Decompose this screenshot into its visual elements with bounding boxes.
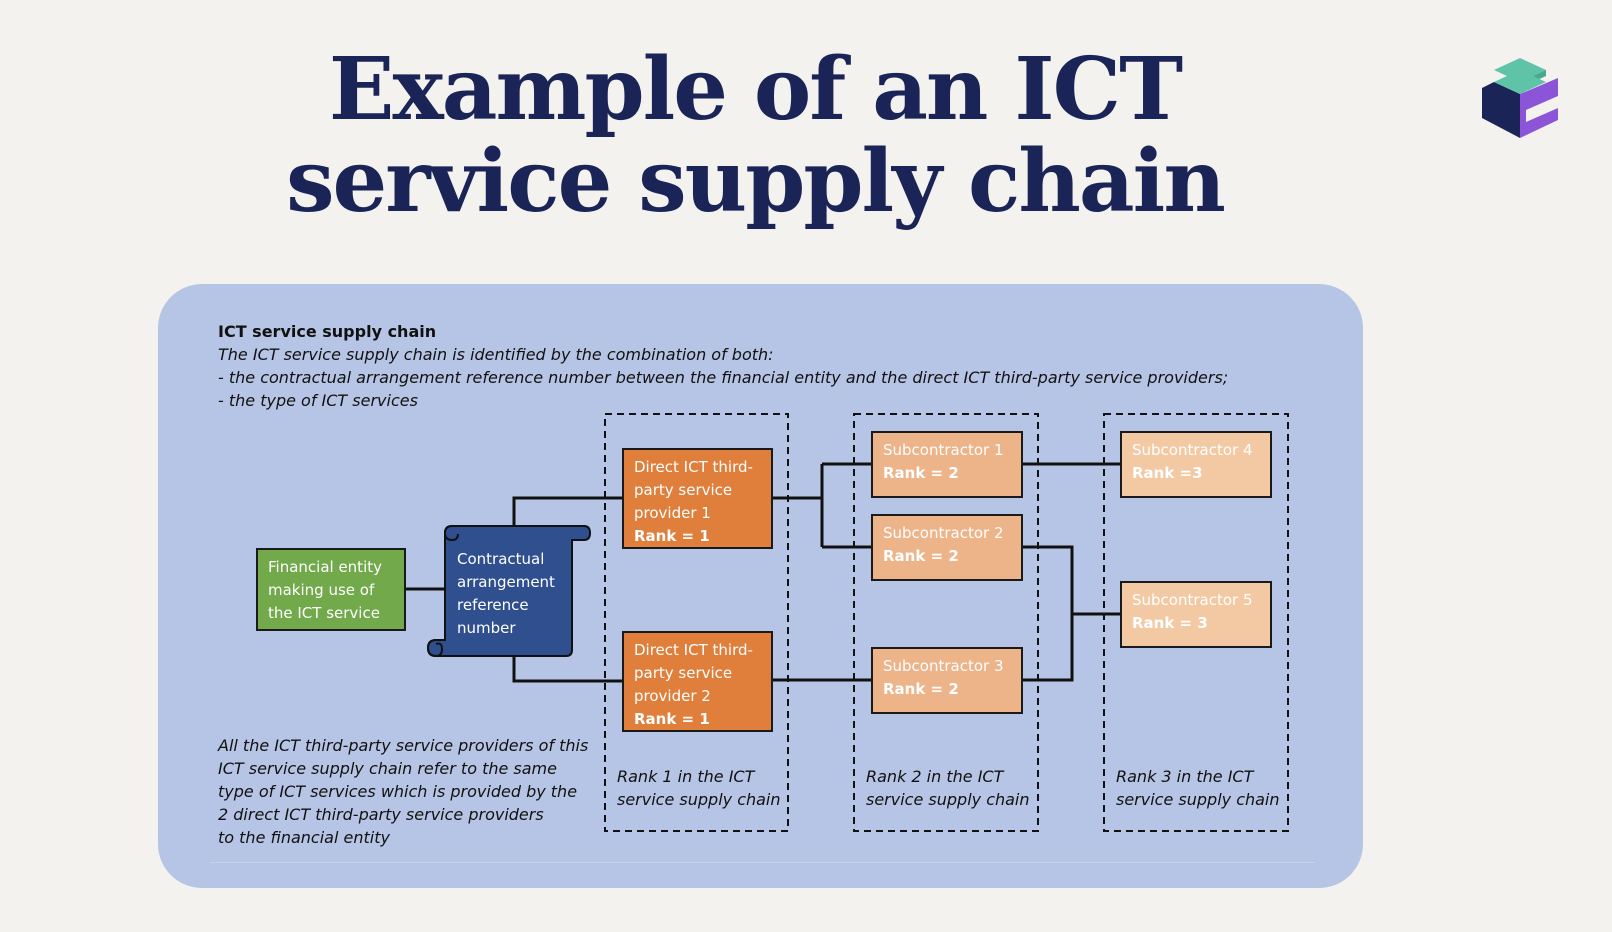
- connector-lines: [406, 462, 1121, 683]
- title-line-2: service supply chain: [286, 131, 1226, 232]
- node-rank: Rank = 1: [634, 527, 710, 545]
- caption-line: Rank 3 in the ICT: [1116, 767, 1254, 786]
- caption-line: Rank 1 in the ICT: [617, 767, 755, 786]
- node-rank: Rank = 1: [634, 710, 710, 728]
- note-line-1: All the ICT third-party service provider…: [218, 736, 589, 755]
- node-line: party service: [634, 481, 733, 499]
- caption-line: Rank 2 in the ICT: [866, 767, 1004, 786]
- node-line: making use of: [268, 581, 375, 599]
- node-name: Subcontractor 3: [883, 657, 1004, 675]
- subcontractor-5-node: Subcontractor 5 Rank = 3: [1120, 581, 1272, 648]
- node-rank: Rank = 3: [1132, 614, 1208, 632]
- node-name: Subcontractor 5: [1132, 591, 1253, 609]
- subcontractor-2-node: Subcontractor 2 Rank = 2: [871, 514, 1023, 581]
- node-name: Subcontractor 4: [1132, 441, 1253, 459]
- intro-text: ICT service supply chain The ICT service…: [218, 320, 1228, 412]
- panel-divider: [210, 862, 1315, 863]
- node-line: Financial entity: [268, 558, 382, 576]
- note-line-2: ICT service supply chain refer to the sa…: [218, 759, 557, 778]
- subcontractor-4-node: Subcontractor 4 Rank =3: [1120, 431, 1272, 498]
- node-line: arrangement: [457, 573, 555, 591]
- caption-line: service supply chain: [866, 790, 1030, 809]
- direct-provider-1-node: Direct ICT third- party service provider…: [622, 448, 773, 549]
- caption-line: service supply chain: [617, 790, 781, 809]
- node-name: Subcontractor 1: [883, 441, 1004, 459]
- footnote-text: All the ICT third-party service provider…: [218, 734, 588, 849]
- rank2-caption: Rank 2 in the ICT service supply chain: [866, 765, 1030, 811]
- contract-scroll-shape: [426, 525, 592, 658]
- intro-line-1: The ICT service supply chain is identifi…: [218, 345, 774, 364]
- node-line: the ICT service: [268, 604, 380, 622]
- rank1-caption: Rank 1 in the ICT service supply chain: [617, 765, 781, 811]
- note-line-5: to the financial entity: [218, 828, 390, 847]
- page-title: Example of an ICT service supply chain: [0, 44, 1510, 228]
- node-rank: Rank = 2: [883, 680, 959, 698]
- note-line-4: 2 direct ICT third-party service provide…: [218, 805, 544, 824]
- node-line: number: [457, 619, 516, 637]
- node-line: Direct ICT third-: [634, 641, 753, 659]
- subcontractor-1-node: Subcontractor 1 Rank = 2: [871, 431, 1023, 498]
- node-name: Subcontractor 2: [883, 524, 1004, 542]
- stacked-cube-logo-icon: [1482, 58, 1558, 138]
- node-rank: Rank = 2: [883, 464, 959, 482]
- node-line: party service: [634, 664, 733, 682]
- rank3-caption: Rank 3 in the ICT service supply chain: [1116, 765, 1280, 811]
- contract-node-label: Contractual arrangement reference number: [457, 548, 555, 640]
- intro-heading: ICT service supply chain: [218, 322, 437, 341]
- intro-line-2: - the contractual arrangement reference …: [218, 368, 1229, 387]
- title-line-1: Example of an ICT: [328, 39, 1183, 140]
- direct-provider-2-node: Direct ICT third- party service provider…: [622, 631, 773, 732]
- node-line: reference: [457, 596, 529, 614]
- node-line: Contractual: [457, 550, 545, 568]
- caption-line: service supply chain: [1116, 790, 1280, 809]
- subcontractor-3-node: Subcontractor 3 Rank = 2: [871, 647, 1023, 714]
- node-line: provider 1: [634, 504, 711, 522]
- node-line: Direct ICT third-: [634, 458, 753, 476]
- node-rank: Rank = 2: [883, 547, 959, 565]
- node-line: provider 2: [634, 687, 711, 705]
- financial-entity-node: Financial entity making use of the ICT s…: [256, 548, 406, 631]
- intro-line-3: - the type of ICT services: [218, 391, 418, 410]
- node-rank: Rank =3: [1132, 464, 1203, 482]
- note-line-3: type of ICT services which is provided b…: [218, 782, 578, 801]
